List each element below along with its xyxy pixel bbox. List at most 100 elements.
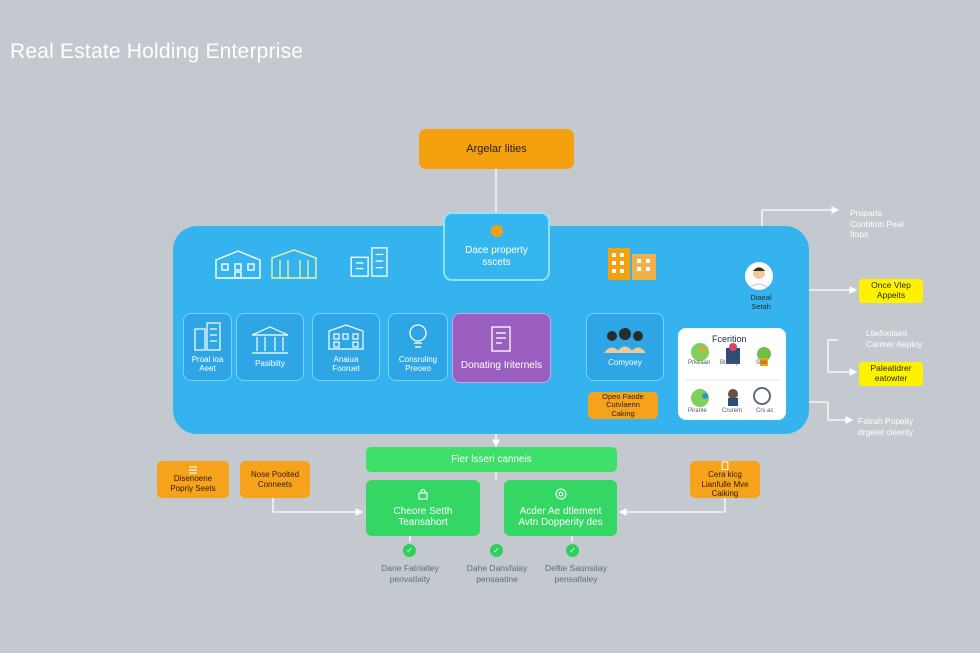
- bottom-note: Dahe Dansfalay pensaatine: [462, 563, 532, 584]
- yellow-box-line: eatowter: [874, 373, 908, 383]
- orange-node-line: Lianfulle Mve: [701, 479, 749, 489]
- orange-node-line: Nose Poolted: [250, 470, 300, 480]
- bottom-note-line: Dahe Dansfalay: [466, 563, 528, 573]
- list-icon: [189, 466, 197, 474]
- right-orange-node[interactable]: Cera kicg Lianfulle Mve Caiking: [690, 461, 760, 498]
- building-card-line1: Proal ioa: [191, 354, 224, 364]
- orange-node-line: Caiking: [711, 488, 739, 498]
- person-line2: Setah: [751, 302, 771, 312]
- facility-label: Piranle: [688, 408, 707, 414]
- facilities-card[interactable]: Fcerition Prkeaan Bnsaty Soe Piranle Cru…: [678, 328, 786, 420]
- right-note-line: drgelet cleenty: [858, 426, 914, 437]
- yellow-box-1[interactable]: Once Vlep Appeits: [859, 279, 923, 303]
- facility-label: Crs ac: [756, 408, 774, 414]
- building-card-line2: Fooruet: [332, 364, 360, 373]
- building-card-line1: Consruling: [398, 354, 438, 364]
- purple-node-label: Donating Iriternels: [460, 360, 543, 372]
- building-card-line1: Pasibiity: [255, 359, 285, 369]
- right-note-line: Conbtion Peal: [850, 218, 904, 229]
- inner-orange-node[interactable]: Opeo Faode Cutvlaenn Caking: [588, 392, 658, 419]
- check-icon: ✓: [566, 544, 579, 557]
- building-card-line1: Anaiua: [333, 354, 359, 364]
- facility-label: Crurem: [722, 408, 743, 414]
- lock-icon: [418, 488, 428, 500]
- avatar: [745, 262, 773, 290]
- top-node-label: Argelar lities: [466, 142, 527, 155]
- page-title: Real Estate Holding Enterprise: [10, 40, 304, 63]
- green-channel-bar[interactable]: Fier lsseri canneis: [366, 447, 617, 472]
- yellow-box-line: Appeits: [876, 290, 906, 300]
- bottom-note: Deftie Saunsitay pensatlaley: [538, 563, 614, 584]
- right-note-line: Proparts: [850, 208, 883, 218]
- document-icon: [490, 326, 511, 352]
- apartment-building-icon: [606, 244, 658, 287]
- yellow-box-line: Once Vlep: [871, 280, 911, 291]
- right-note-bottom: Fatrah Popeity drgelet cleenty: [858, 416, 913, 437]
- inner-orange-line3: Caking: [611, 408, 635, 418]
- building-card[interactable]: Consruling Preoeo: [388, 313, 448, 381]
- green-node-line: Cheore Setth: [393, 505, 453, 517]
- bottom-note-line: Deftie Saunsitay: [545, 563, 607, 573]
- building-icon: [346, 246, 394, 283]
- right-note-line: Ltiefoolaint: [866, 328, 908, 338]
- building-card[interactable]: Pasibiity: [236, 313, 304, 381]
- facility-label: Soe: [756, 360, 767, 366]
- orange-node-line: Popriy Seets: [170, 483, 216, 493]
- green-node-line: Acder Ae dtlement: [519, 505, 602, 517]
- person-line1: Diaeal: [750, 293, 772, 302]
- green-node-left[interactable]: Cheore Setth Teansahort: [366, 480, 480, 536]
- check-icon: ✓: [403, 544, 416, 557]
- facility-label: Prkeaan: [688, 360, 711, 366]
- building-icon: [270, 248, 318, 285]
- central-node-line1: Dace property: [465, 245, 528, 256]
- facility-label: Bnsaty: [720, 360, 739, 366]
- right-note-line: Fatrah Popeity: [858, 416, 914, 426]
- home-icon: [490, 225, 503, 237]
- bottom-note-line: Dane Fatrlatley: [381, 563, 439, 573]
- bottom-note-line: pensatlaley: [554, 573, 598, 584]
- central-node-line2: sscets: [482, 256, 511, 268]
- bank-building-icon: [251, 326, 289, 355]
- check-icon: ✓: [490, 544, 503, 557]
- community-card[interactable]: Comyoey: [586, 313, 664, 381]
- orange-node-line: Disenoene: [173, 474, 213, 484]
- orange-node-line: Cera kicg: [708, 470, 742, 480]
- person-label: Diaeal Setah: [746, 293, 776, 312]
- facilities-heading: Fcerition: [712, 334, 747, 344]
- right-note-top: Proparts Conbtion Peal Itops: [850, 208, 903, 240]
- building-card[interactable]: Anaiua Fooruet: [312, 313, 380, 381]
- orange-node-line: Conneets: [257, 479, 293, 489]
- people-group-icon: [604, 328, 646, 354]
- green-bar-label: Fier lsseri canneis: [451, 453, 532, 465]
- right-note-line: Carmer Aeploy: [866, 338, 923, 349]
- top-node[interactable]: Argelar lities: [419, 129, 574, 169]
- yellow-box-line: Paleatidrer: [870, 363, 912, 374]
- inner-orange-line2: Cutvlaenn: [606, 400, 640, 410]
- yellow-box-2[interactable]: Paleatidrer eatowter: [859, 362, 923, 386]
- building-card-line2: Aeet: [199, 364, 216, 373]
- bottom-note: Dane Fatrlatley penvatlaity: [375, 563, 445, 584]
- office-tower-icon: [193, 322, 221, 351]
- purple-node[interactable]: Donating Iriternels: [452, 313, 551, 383]
- bottom-note-line: pensaatine: [476, 573, 518, 584]
- community-card-label: Comyoey: [608, 358, 642, 368]
- target-icon: [554, 487, 567, 500]
- apartment-icon: [328, 324, 364, 350]
- right-note-line: Itops: [850, 229, 869, 240]
- green-node-line: Teansahort: [398, 517, 448, 528]
- lightbulb-icon: [409, 324, 427, 348]
- building-card-line2: Preoeo: [405, 364, 431, 373]
- right-note-mid: Ltiefoolaint Carmer Aeploy: [866, 328, 922, 349]
- inner-orange-line1: Opeo Faode: [602, 391, 644, 401]
- person-icon: [747, 267, 771, 290]
- left-orange-node-2[interactable]: Nose Poolted Conneets: [240, 461, 310, 498]
- left-orange-node-1[interactable]: Disenoene Popriy Seets: [157, 461, 229, 498]
- building-card[interactable]: Proal ioa Aeet: [183, 313, 232, 381]
- building-icon: [214, 248, 262, 285]
- team-illustration-icon: [686, 343, 780, 407]
- green-node-right[interactable]: Acder Ae dtlement Avtn Dopperity des: [504, 480, 617, 536]
- central-property-node[interactable]: Dace property sscets: [443, 212, 550, 281]
- green-node-line: Avtn Dopperity des: [518, 517, 603, 528]
- bottom-note-line: penvatlaity: [389, 573, 431, 584]
- clipboard-icon: [721, 461, 729, 470]
